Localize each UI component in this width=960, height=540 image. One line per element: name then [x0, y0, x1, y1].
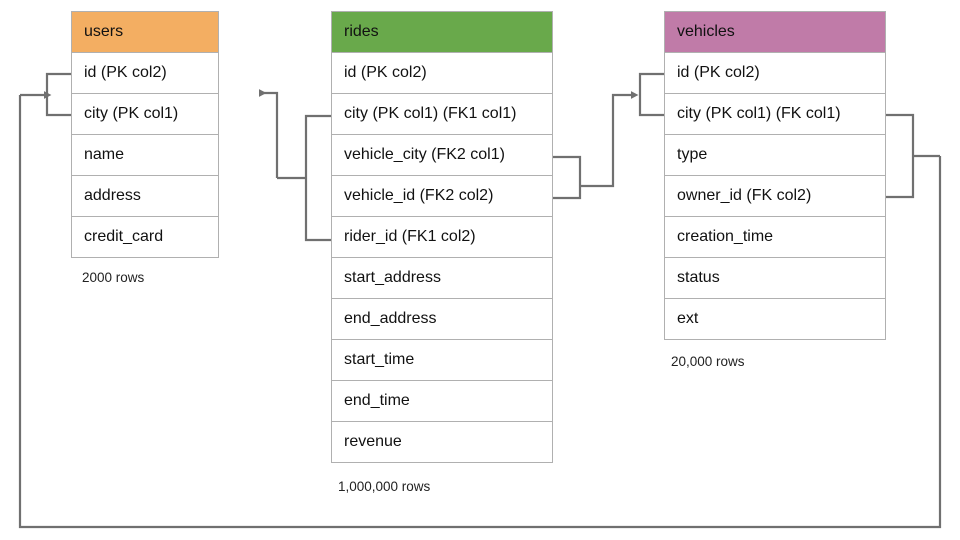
table-users[interactable]: users id (PK col2) city (PK col1) name a…	[71, 11, 219, 258]
table-vehicles-column-owner-id[interactable]: owner_id (FK col2)	[664, 176, 886, 217]
table-users-column-name[interactable]: name	[71, 135, 219, 176]
table-vehicles-header: vehicles	[664, 11, 886, 53]
table-users-column-city[interactable]: city (PK col1)	[71, 94, 219, 135]
table-rides-column-end-address[interactable]: end_address	[331, 299, 553, 340]
table-rides-column-city[interactable]: city (PK col1) (FK1 col1)	[331, 94, 553, 135]
table-vehicles-column-creation-time[interactable]: creation_time	[664, 217, 886, 258]
table-rides-column-vehicle-id[interactable]: vehicle_id (FK2 col2)	[331, 176, 553, 217]
table-vehicles[interactable]: vehicles id (PK col2) city (PK col1) (FK…	[664, 11, 886, 340]
table-rides-column-end-time[interactable]: end_time	[331, 381, 553, 422]
table-vehicles-column-city[interactable]: city (PK col1) (FK col1)	[664, 94, 886, 135]
table-vehicles-column-ext[interactable]: ext	[664, 299, 886, 340]
wire-rides-to-vehicles	[553, 72, 664, 200]
users-left-bracket	[45, 72, 71, 117]
table-rides-column-start-address[interactable]: start_address	[331, 258, 553, 299]
table-users-column-credit-card[interactable]: credit_card	[71, 217, 219, 258]
table-rides-column-id[interactable]: id (PK col2)	[331, 53, 553, 94]
table-vehicles-column-status[interactable]: status	[664, 258, 886, 299]
table-rides-column-rider-id[interactable]: rider_id (FK1 col2)	[331, 217, 553, 258]
table-rides-header: rides	[331, 11, 553, 53]
table-rides-column-start-time[interactable]: start_time	[331, 340, 553, 381]
table-users-row-count: 2000 rows	[82, 270, 145, 285]
table-users-column-id[interactable]: id (PK col2)	[71, 53, 219, 94]
table-rides-row-count: 1,000,000 rows	[338, 479, 431, 494]
table-vehicles-column-id[interactable]: id (PK col2)	[664, 53, 886, 94]
table-rides-column-vehicle-city[interactable]: vehicle_city (FK2 col1)	[331, 135, 553, 176]
table-vehicles-row-count: 20,000 rows	[671, 354, 745, 369]
table-users-column-address[interactable]: address	[71, 176, 219, 217]
table-rides-column-revenue[interactable]: revenue	[331, 422, 553, 463]
table-users-header: users	[71, 11, 219, 53]
table-vehicles-column-type[interactable]: type	[664, 135, 886, 176]
wire-rides-to-users	[259, 89, 331, 242]
table-rides[interactable]: rides id (PK col2) city (PK col1) (FK1 c…	[331, 11, 553, 463]
